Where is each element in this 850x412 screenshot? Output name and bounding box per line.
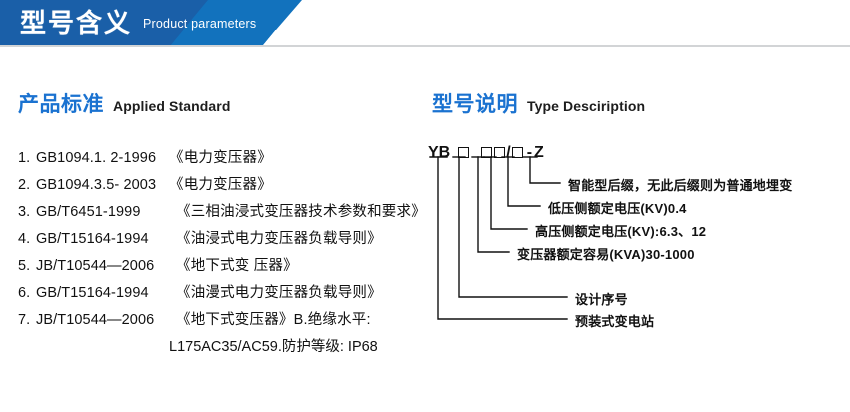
type-code-separator: / bbox=[506, 144, 511, 161]
code-placeholder-box-4 bbox=[511, 146, 523, 158]
list-item-name: 《地下式变压器》B.绝缘水平: bbox=[176, 312, 371, 328]
list-item-name: 《电力变压器》 bbox=[169, 177, 272, 193]
list-item-name: 《地下式变 压器》 bbox=[176, 258, 298, 274]
banner-divider bbox=[0, 45, 850, 47]
section-heading-en: Applied Standard bbox=[113, 98, 231, 114]
callout-label-rated-capacity: 变压器额定容易(KVA)30-1000 bbox=[517, 247, 695, 262]
callout-label-hv-rated-voltage: 高压侧额定电压(KV):6.3、12 bbox=[535, 224, 707, 239]
section-heading-applied-standard: 产品标准 Applied Standard bbox=[18, 88, 231, 118]
list-item-number: 2. bbox=[18, 177, 31, 193]
list-item-code: GB/T15164-1994 bbox=[36, 285, 149, 301]
section-heading-en: Type Desciription bbox=[527, 98, 646, 114]
list-item-code: JB/T10544—2006 bbox=[36, 258, 155, 274]
type-code-suffix: Z bbox=[534, 144, 544, 161]
list-item-name: 《电力变压器》 bbox=[169, 150, 272, 166]
banner-background-shape bbox=[0, 0, 850, 46]
section-heading-type-description: 型号说明 Type Desciription bbox=[432, 88, 645, 118]
list-item: 7. JB/T10544—2006 《地下式变压器》B.绝缘水平: bbox=[18, 308, 438, 335]
list-item-number: 6. bbox=[18, 285, 31, 301]
banner-title: 型号含义 bbox=[20, 8, 133, 38]
list-item: 4. GB/T15164-1994 《油浸式电力变压器负载导则》 bbox=[18, 227, 438, 254]
list-item-code: GB1094.1. 2-1996 bbox=[36, 150, 157, 166]
list-item: 1. GB1094.1. 2-1996 《电力变压器》 bbox=[18, 146, 438, 173]
list-item-number: 4. bbox=[18, 231, 31, 247]
list-item: 2. GB1094.3.5- 2003 《电力变压器》 bbox=[18, 173, 438, 200]
callout-label-intelligent-suffix: 智能型后缀，无此后缀则为普通地埋变 bbox=[568, 178, 793, 193]
callout-label-prefab-substation: 预装式变电站 bbox=[575, 314, 655, 329]
list-item-code: JB/T10544—2006 bbox=[36, 312, 155, 328]
list-item-number: 7. bbox=[18, 312, 31, 328]
section-heading-cn: 型号说明 bbox=[432, 93, 518, 116]
page-banner: 型号含义 Product parameters bbox=[0, 0, 850, 46]
callout-label-lv-rated-voltage: 低压侧额定电压(KV)0.4 bbox=[548, 201, 687, 216]
list-item: 6. GB/T15164-1994 《油漫式电力变压器负载导则》 bbox=[18, 281, 438, 308]
section-heading-cn: 产品标准 bbox=[18, 93, 104, 116]
standards-list: 1. GB1094.1. 2-1996 《电力变压器》 2. GB1094.3.5- … bbox=[18, 146, 438, 362]
type-code-diagram: YB/-Z bbox=[420, 140, 850, 340]
code-placeholder-box-3 bbox=[494, 146, 506, 158]
list-item-number: 1. bbox=[18, 150, 31, 166]
list-item-code: GB1094.3.5- 2003 bbox=[36, 177, 157, 193]
list-item: 5. JB/T10544—2006 《地下式变 压器》 bbox=[18, 254, 438, 281]
type-code-dash: - bbox=[526, 144, 533, 161]
list-item: 3. GB/T6451-1999 《三相油浸式变压器技术参数和要求》 bbox=[18, 200, 438, 227]
list-item-number: 3. bbox=[18, 204, 31, 220]
list-item-code: GB/T6451-1999 bbox=[36, 204, 141, 220]
callout-label-design-serial: 设计序号 bbox=[575, 292, 628, 307]
list-item-name: 《油浸式电力变压器负载导则》 bbox=[176, 231, 382, 247]
list-item-name: 《三相油浸式变压器技术参数和要求》 bbox=[176, 204, 426, 220]
list-item-name: 《油漫式电力变压器负载导则》 bbox=[176, 285, 382, 301]
leader-lines bbox=[429, 156, 568, 320]
list-item-continuation: L175AC35/AC59.防护等级: IP68 bbox=[169, 339, 378, 355]
list-item-code: GB/T15164-1994 bbox=[36, 231, 149, 247]
banner-subtitle: Product parameters bbox=[143, 17, 257, 31]
list-item-number: 5. bbox=[18, 258, 31, 274]
